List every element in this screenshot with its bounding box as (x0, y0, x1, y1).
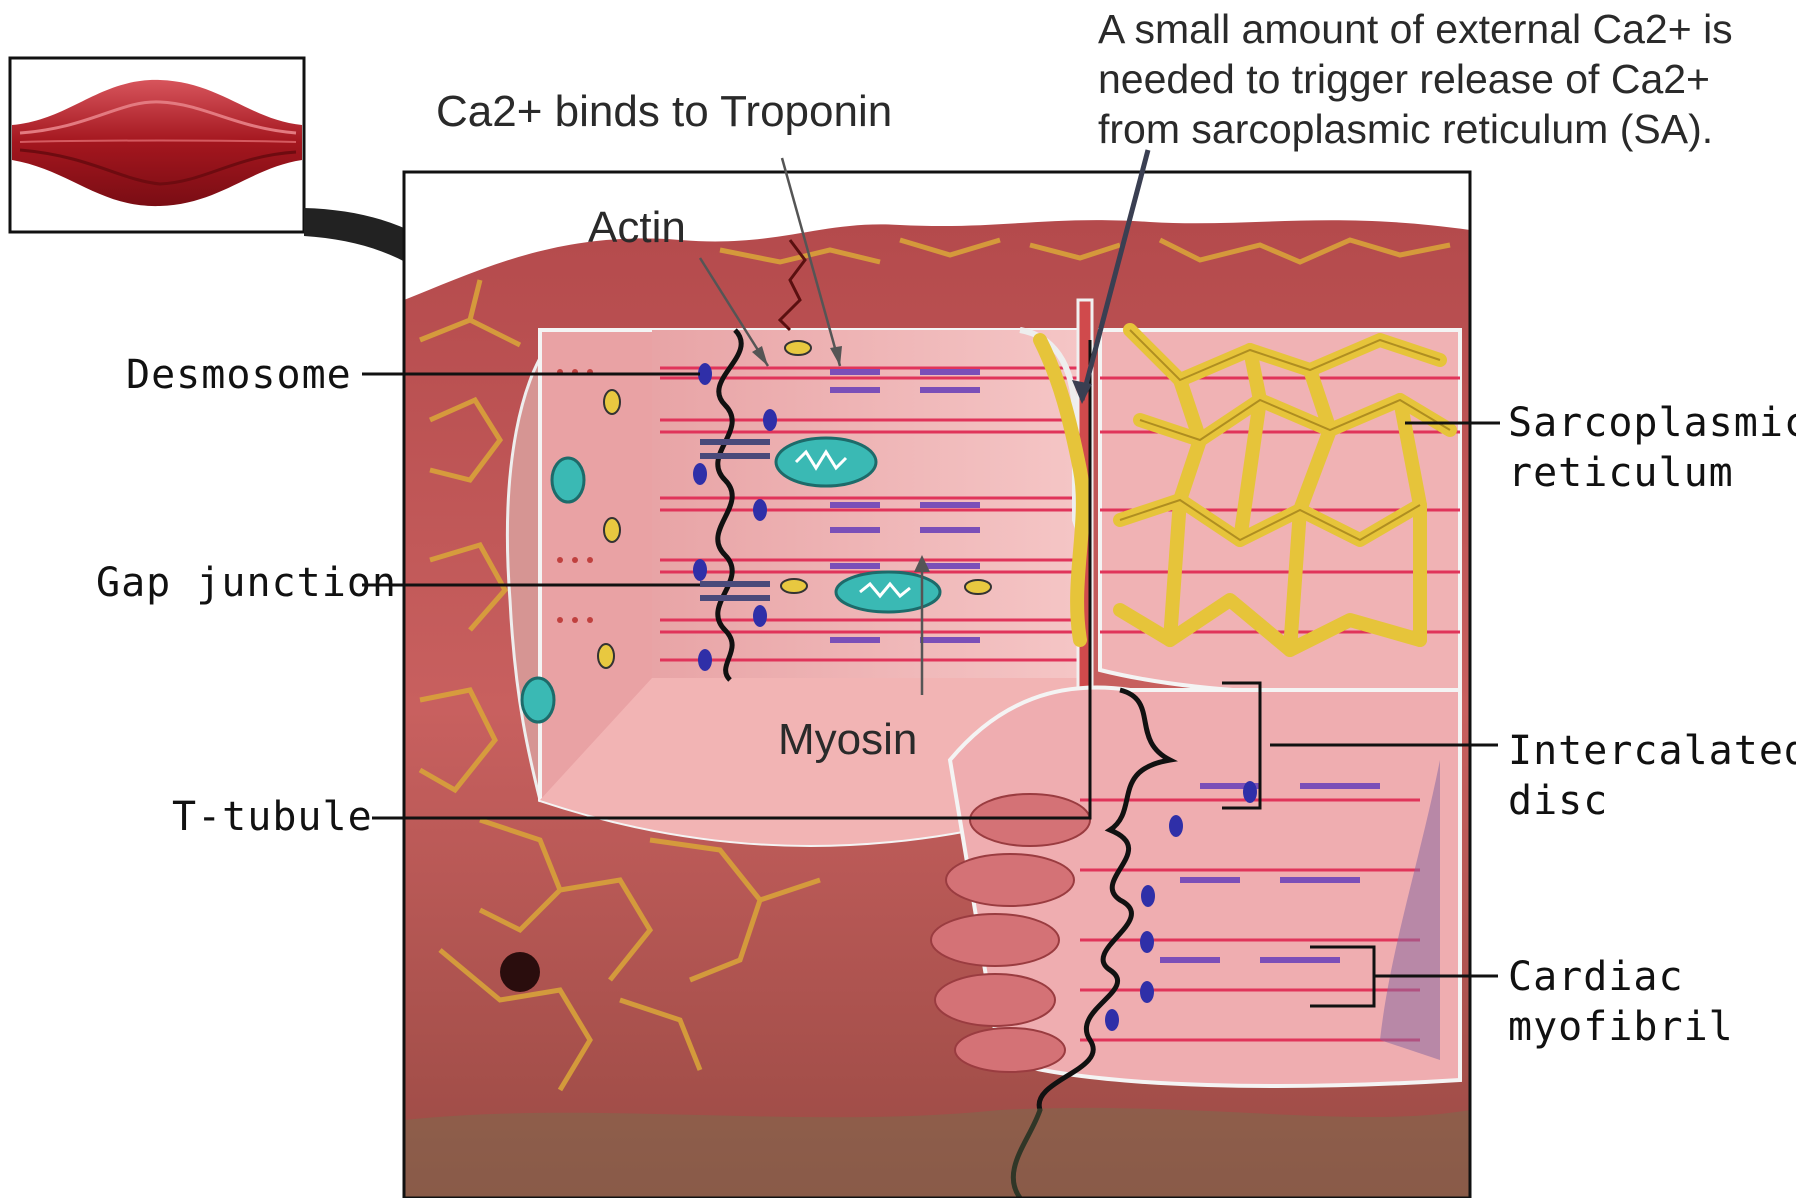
myosin-label: Myosin (778, 714, 917, 766)
calcium-note-line-2: needed to trigger release of Ca2+ (1098, 54, 1710, 104)
desmosome-label: Desmosome (126, 350, 352, 400)
calcium-note-line-1: A small amount of external Ca2+ is (1098, 4, 1733, 54)
troponin-label: Ca2+ binds to Troponin (436, 86, 892, 138)
intercalated-label-line-2: disc (1508, 776, 1608, 826)
sarcoplasmic-label-line-2: reticulum (1508, 448, 1734, 498)
calcium-note-line-3: from sarcoplasmic reticulum (SA). (1098, 104, 1713, 154)
gap-junction-label: Gap junction (96, 558, 397, 608)
sarcoplasmic-label-line-1: Sarcoplasmic (1508, 398, 1796, 448)
cardiac-label-line-1: Cardiac (1508, 952, 1684, 1002)
intercalated-label-line-1: Intercalated (1508, 726, 1796, 776)
actin-label: Actin (588, 202, 686, 254)
muscle-thumbnail (10, 58, 304, 232)
t-tubule-label: T-tubule (172, 792, 373, 842)
cardiac-label-line-2: myofibril (1508, 1002, 1734, 1052)
tissue-illustration (404, 172, 1470, 1198)
